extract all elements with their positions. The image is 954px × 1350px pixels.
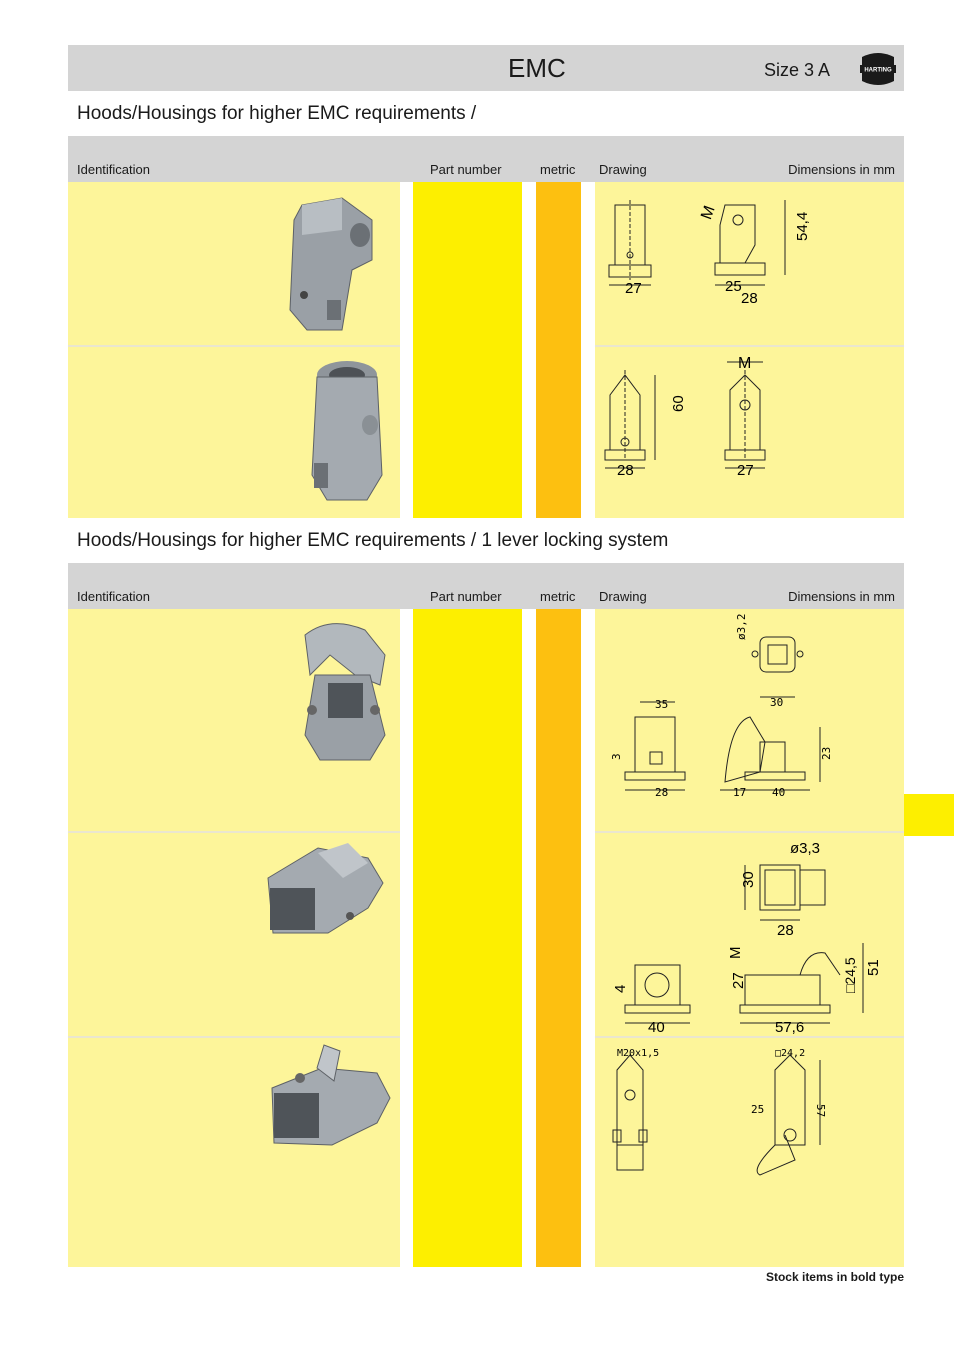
col-metric: metric <box>540 162 576 177</box>
dim-width-front: 27 <box>625 280 642 297</box>
dim-square: □24,5 <box>842 957 858 993</box>
housing-lever-image <box>304 623 386 761</box>
section2-metric-column <box>536 609 581 1267</box>
title-bar: EMC Size 3 A HARTING <box>68 45 904 91</box>
col-dimensions: Dimensions in mm <box>788 589 895 604</box>
hood-straight-image <box>311 361 383 501</box>
row-divider <box>595 345 904 347</box>
dim-h: 60 <box>670 395 687 412</box>
dim-40: 40 <box>772 786 785 799</box>
col-part-number: Part number <box>430 589 502 604</box>
dim-35: 35 <box>655 698 668 711</box>
dim-51: 51 <box>865 959 882 976</box>
dim-m: M <box>727 947 744 960</box>
dim-40: 40 <box>648 1019 665 1035</box>
col-part-number: Part number <box>430 162 502 177</box>
section1-column-header: Identification Part number metric Drawin… <box>68 136 904 182</box>
section2-drawing-column <box>595 609 904 1267</box>
drawing-hood-angled: 27 M 25 28 54,4 <box>608 200 811 307</box>
dim-17: 17 <box>733 786 746 799</box>
section2-part-number-column <box>413 609 522 1267</box>
section2-title: Hoods/Housings for higher EMC requiremen… <box>77 530 669 551</box>
section1-title: Hoods/Housings for higher EMC requiremen… <box>77 103 477 124</box>
dim-25: 25 <box>751 1103 764 1116</box>
hood-angled-image <box>289 197 373 331</box>
housing-side-lever-image <box>267 843 384 934</box>
col-metric: metric <box>540 589 576 604</box>
col-dimensions: Dimensions in mm <box>788 162 895 177</box>
dim-3: 3 <box>610 753 623 760</box>
dim-m: M <box>738 355 751 372</box>
section1-part-number-column <box>413 182 522 518</box>
row-divider <box>595 831 904 833</box>
dim-30: 30 <box>740 871 757 888</box>
row-divider <box>68 345 400 347</box>
dim-square: □24,2 <box>775 1048 805 1059</box>
dim-28: 28 <box>777 922 794 939</box>
dim-28: 28 <box>655 786 668 799</box>
dim-23: 23 <box>820 747 833 760</box>
drawing-housing-side-lever: ø3,3 30 28 4 40 27 M □24,5 51 57,6 <box>612 840 882 1035</box>
harting-logo: HARTING <box>860 53 896 85</box>
dim-m: M <box>698 203 719 221</box>
dim-27: 27 <box>730 972 747 989</box>
dim-25: 25 <box>725 278 742 295</box>
col-drawing: Drawing <box>599 589 647 604</box>
drawing-hood-straight: 28 60 M 27 <box>604 355 766 479</box>
housing-top-lever-image <box>271 1044 391 1146</box>
drawing-housing-top-lever: M20x1,5 □24,2 25 57 <box>612 1048 827 1176</box>
page-title: EMC <box>508 53 566 83</box>
dim-hole: ø3,3 <box>790 840 820 857</box>
section1-metric-column <box>536 182 581 518</box>
dim-57: 57,6 <box>775 1019 804 1035</box>
dim-4: 4 <box>612 985 629 993</box>
dim-w1: 28 <box>617 462 634 479</box>
section1-drawing-column <box>595 182 904 518</box>
section2-column-header: Identification Part number metric Drawin… <box>68 563 904 609</box>
row-divider <box>68 831 400 833</box>
row-divider <box>68 1036 400 1038</box>
size-label: Size 3 A <box>764 60 831 80</box>
footer-note: Stock items in bold type <box>765 1270 904 1284</box>
drawing-housing-lever: ø3,2 30 35 3 28 17 40 23 <box>610 614 833 800</box>
col-identification: Identification <box>77 162 150 177</box>
col-drawing: Drawing <box>599 162 647 177</box>
dim-thread: M20x1,5 <box>617 1048 659 1059</box>
dim-hole: ø3,2 <box>735 614 748 641</box>
dim-height: 54,4 <box>794 212 811 241</box>
col-identification: Identification <box>77 589 150 604</box>
logo-text: HARTING <box>864 68 892 74</box>
dim-28: 28 <box>741 290 758 307</box>
dim-57: 57 <box>814 1104 827 1117</box>
dim-w2: 27 <box>737 462 754 479</box>
dim-30: 30 <box>770 696 783 709</box>
row-divider <box>595 1036 904 1038</box>
side-tab-marker <box>904 794 954 836</box>
